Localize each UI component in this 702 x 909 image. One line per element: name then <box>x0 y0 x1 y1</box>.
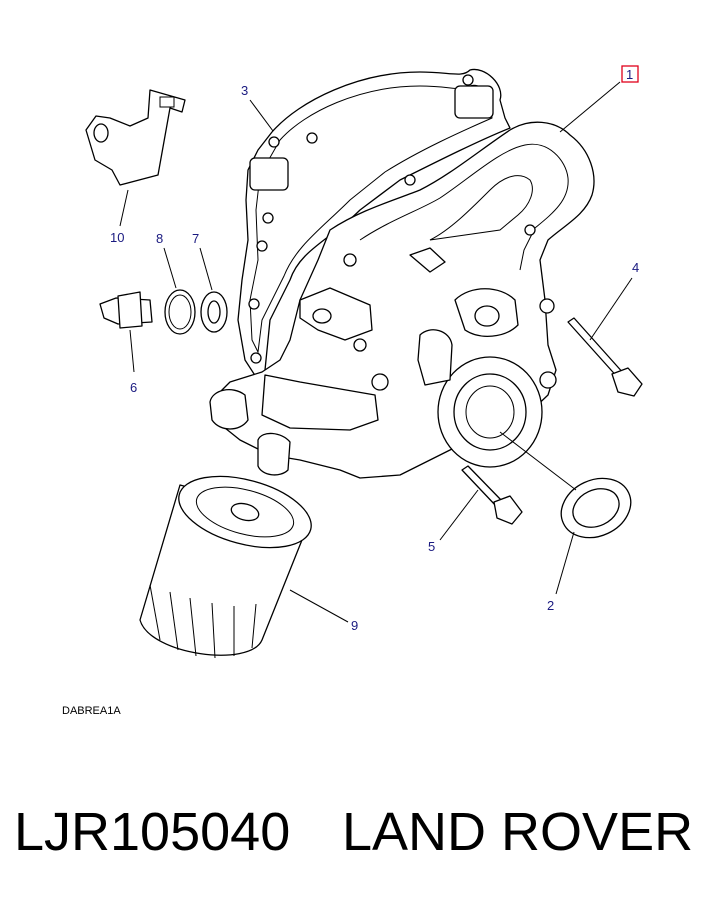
callout-3[interactable]: 3 <box>241 83 248 98</box>
gasket-part-3 <box>237 68 511 381</box>
callout-labels: 1 2 3 4 5 6 7 8 9 10 <box>110 65 639 633</box>
footer <box>0 760 702 909</box>
callout-1[interactable]: 1 <box>626 67 633 82</box>
sensor-part-6 <box>99 291 153 329</box>
timing-cover-part-1 <box>209 121 595 479</box>
oil-filter-part-9 <box>139 475 312 659</box>
callout-7[interactable]: 7 <box>192 231 199 246</box>
brand-name: LAND ROVER <box>342 802 694 862</box>
callout-2[interactable]: 2 <box>547 598 554 613</box>
part-number: LJR105040 <box>14 802 291 862</box>
callout-5[interactable]: 5 <box>428 539 435 554</box>
callout-10[interactable]: 10 <box>110 230 124 245</box>
bracket-part-10 <box>85 89 186 186</box>
o-ring-part-8 <box>164 289 196 335</box>
callout-6[interactable]: 6 <box>130 380 137 395</box>
leader-lines <box>119 81 633 623</box>
bolt-part-4 <box>567 317 643 397</box>
seal-part-2 <box>560 477 632 539</box>
callout-9[interactable]: 9 <box>351 618 358 633</box>
bolt-part-5 <box>461 465 523 525</box>
exploded-parts-diagram: 1 2 3 4 5 6 7 8 9 10 DABREA1A <box>62 65 643 717</box>
washer-part-7 <box>200 291 228 333</box>
highlight-box-callout-1 <box>621 65 639 83</box>
callout-4[interactable]: 4 <box>632 260 639 275</box>
callout-8[interactable]: 8 <box>156 231 163 246</box>
diagram-reference-code: DABREA1A <box>62 705 121 717</box>
